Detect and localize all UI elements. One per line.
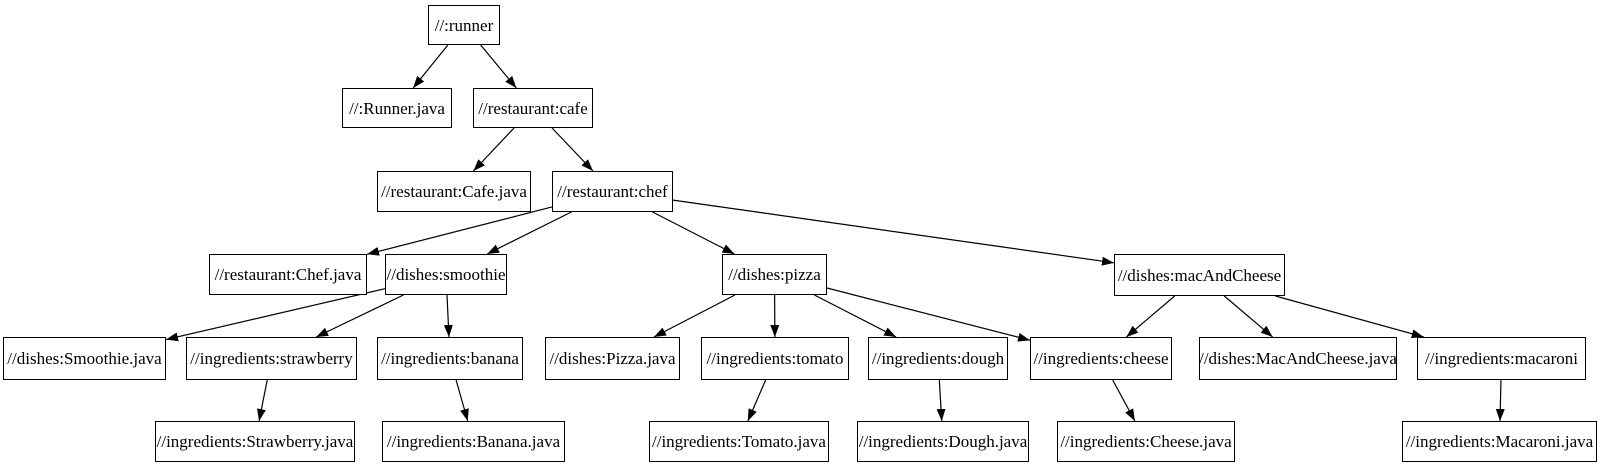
graph-node-strawberry: //ingredients:strawberry — [186, 337, 357, 380]
graph-edge-banana-to-banana-java — [455, 379, 469, 422]
graph-node-cafe: //restaurant:cafe — [473, 88, 593, 128]
graph-node-mac-and-cheese-java: //dishes:MacAndCheese.java — [1199, 337, 1397, 380]
graph-edge-macaroni-to-macaroni-java — [1495, 379, 1505, 422]
graph-edge-cheese-to-cheese-java — [1112, 379, 1136, 422]
graph-edge-chef-to-chef-java — [366, 206, 553, 256]
graph-node-smoothie-java: //dishes:Smoothie.java — [3, 337, 166, 380]
graph-node-tomato: //ingredients:tomato — [701, 337, 849, 380]
graph-node-pizza-java: //dishes:Pizza.java — [545, 337, 680, 380]
graph-node-chef: //restaurant:chef — [552, 171, 673, 212]
graph-edge-smoothie-to-banana — [443, 294, 453, 338]
graph-edge-chef-to-smoothie — [486, 211, 572, 255]
graph-edge-smoothie-to-strawberry — [315, 294, 404, 338]
graph-node-smoothie: //dishes:smoothie — [385, 254, 507, 295]
graph-node-dough: //ingredients:dough — [868, 337, 1008, 380]
graph-edge-mac-and-cheese-to-mac-and-cheese-java — [1223, 295, 1274, 338]
graph-node-mac-and-cheese: //dishes:macAndCheese — [1114, 254, 1285, 296]
graph-edge-runner-to-cafe — [480, 44, 517, 89]
graph-edge-mac-and-cheese-to-macaroni — [1275, 295, 1424, 339]
graph-node-macaroni-java: //ingredients:Macaroni.java — [1402, 421, 1597, 462]
graph-node-dough-java: //ingredients:Dough.java — [857, 421, 1029, 462]
graph-edge-smoothie-to-smoothie-java — [165, 288, 386, 342]
graph-edge-cafe-to-cafe-java — [472, 127, 515, 172]
graph-edge-strawberry-to-strawberry-java — [257, 379, 268, 422]
graph-node-runner: //:runner — [428, 5, 500, 45]
graph-node-strawberry-java: //ingredients:Strawberry.java — [155, 421, 355, 462]
graph-node-cafe-java: //restaurant:Cafe.java — [377, 171, 531, 212]
graph-edge-dough-to-dough-java — [936, 379, 946, 422]
graph-node-banana-java: //ingredients:Banana.java — [382, 421, 565, 462]
graph-node-pizza: //dishes:pizza — [722, 254, 827, 295]
graph-edge-mac-and-cheese-to-cheese — [1125, 295, 1176, 338]
graph-edge-pizza-to-pizza-java — [653, 294, 736, 338]
graph-edge-chef-to-pizza — [652, 211, 735, 255]
graph-edge-chef-to-mac-and-cheese — [672, 199, 1115, 266]
graph-edge-cafe-to-chef — [551, 127, 594, 172]
graph-node-chef-java: //restaurant:Chef.java — [209, 254, 367, 295]
graph-edge-pizza-to-dough — [814, 294, 897, 338]
graph-node-cheese-java: //ingredients:Cheese.java — [1057, 421, 1235, 462]
graph-edge-tomato-to-tomato-java — [747, 379, 767, 422]
graph-node-runner-java: //:Runner.java — [342, 88, 452, 128]
graph-node-macaroni: //ingredients:macaroni — [1417, 337, 1586, 380]
graph-edge-pizza-to-cheese — [826, 287, 1031, 342]
graph-node-tomato-java: //ingredients:Tomato.java — [649, 421, 829, 462]
graph-node-cheese: //ingredients:cheese — [1030, 337, 1172, 380]
graph-edge-runner-to-runner-java — [412, 44, 449, 89]
graph-node-banana: //ingredients:banana — [377, 337, 523, 380]
